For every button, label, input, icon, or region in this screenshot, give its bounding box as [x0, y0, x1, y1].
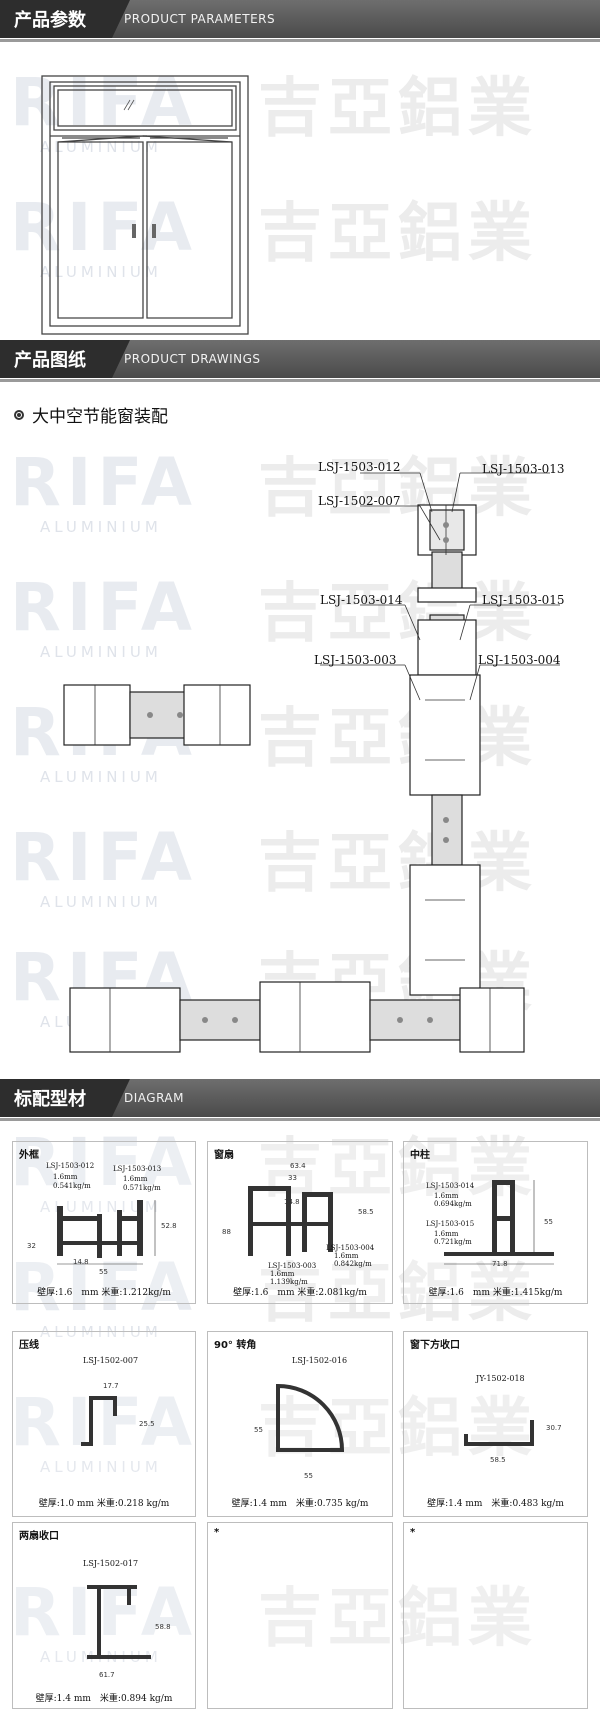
cell-title: 外框: [19, 1150, 39, 1161]
dimension: 58.8: [155, 1623, 171, 1631]
part-code: JY-1502-018: [476, 1374, 525, 1383]
cell-spec: 壁厚:1.4 mm 米重:0.894 kg/m: [35, 1694, 173, 1704]
part-code: LSJ-1502-017: [83, 1559, 139, 1568]
drawings-subtitle-text: 大中空节能窗装配: [32, 407, 168, 427]
profile-cell-two-sash-closure: 两扇收口 LSJ-1502-017 58.8 61.7 壁厚:1.4 mm 米重…: [12, 1522, 196, 1709]
note: 1.139kg/m: [270, 1278, 308, 1286]
divider: [0, 379, 600, 382]
cell-title: *: [214, 1527, 220, 1538]
profile-drawing: [57, 1200, 156, 1265]
part-label: LSJ-1503-003: [314, 653, 397, 667]
dimension: 32: [27, 1242, 36, 1250]
cell-spec: 壁厚:1.4 mm 米重:0.483 kg/m: [427, 1499, 564, 1509]
divider: [0, 39, 600, 42]
section-title-en: PRODUCT DRAWINGS: [124, 352, 261, 366]
cell-title: 中柱: [410, 1150, 430, 1161]
cell-title: 压线: [19, 1340, 39, 1351]
section-title-cn: 产品参数: [0, 0, 130, 38]
dimension: 33: [288, 1174, 297, 1182]
section-title-cn: 产品图纸: [0, 340, 130, 378]
note: 1.6mm: [123, 1175, 148, 1183]
profile-drawing: [87, 1585, 151, 1659]
section-header-parameters: 产品参数 PRODUCT PARAMETERS: [0, 0, 600, 42]
dimension: 55: [304, 1472, 313, 1480]
profile-cell-empty: *: [403, 1522, 588, 1709]
note: 1.6mm: [334, 1252, 359, 1260]
watermark-cn: 吉亞鋁業: [258, 71, 538, 146]
profile-cell-empty: *: [207, 1522, 393, 1709]
part-label: LSJ-1503-004: [478, 653, 561, 667]
note: 0.571kg/m: [123, 1184, 161, 1192]
section-title-en: PRODUCT PARAMETERS: [124, 12, 276, 26]
profile-cell-glazing-bead: 压线 LSJ-1502-007 17.7 25.5 壁厚:1.0 mm 米重:0…: [12, 1331, 196, 1517]
cell-spec: 壁厚:1.6 mm 米重:1.212kg/m: [37, 1288, 171, 1298]
dimension: 71.8: [492, 1260, 508, 1268]
profile-cell-corner: 90° 转角 LSJ-1502-016 55 55 壁厚:1.4 mm 米重:0…: [207, 1331, 393, 1517]
part-code: LSJ-1503-013: [113, 1165, 162, 1173]
part-code: LSJ-1503-003: [268, 1262, 317, 1270]
part-label: LSJ-1503-014: [320, 593, 403, 607]
dimension: 55: [544, 1218, 553, 1226]
part-code: LSJ-1503-012: [46, 1162, 95, 1170]
part-label: LSJ-1502-007: [318, 494, 401, 508]
dimension: 63.4: [290, 1162, 306, 1170]
cell-title: 90° 转角: [214, 1340, 257, 1351]
section-title-en: DIAGRAM: [124, 1091, 184, 1105]
part-code: LSJ-1503-014: [426, 1182, 475, 1190]
cell-spec: 壁厚:1.4 mm 米重:0.735 kg/m: [231, 1499, 369, 1509]
part-code: LSJ-1503-015: [426, 1220, 475, 1228]
dimension: 14.8: [73, 1258, 89, 1266]
profile-cell-mullion: 中柱 LSJ-1503-014 1.6mm 0.694kg/m LSJ-1503…: [403, 1141, 588, 1304]
profile-drawing: [248, 1186, 333, 1256]
dimension: 55: [254, 1426, 263, 1434]
part-code: LSJ-1503-004: [326, 1244, 375, 1252]
cell-title: 窗扇: [214, 1150, 234, 1161]
part-code: LSJ-1502-007: [83, 1356, 139, 1365]
profile-drawing: [81, 1396, 117, 1446]
part-label: LSJ-1503-015: [482, 593, 565, 607]
profile-drawing: [444, 1180, 554, 1265]
profile-cell-outer-frame: 外框 LSJ-1503-012 LSJ-1503-013 1.6mm 0.541…: [12, 1141, 196, 1304]
watermark-cn: 吉亞鋁業: [258, 196, 538, 271]
section-title-cn: 标配型材: [0, 1079, 130, 1117]
note: 0.694kg/m: [434, 1200, 472, 1208]
note: 0.721kg/m: [434, 1238, 472, 1246]
profile-drawing: [464, 1420, 534, 1446]
dimension: 30.7: [546, 1424, 562, 1432]
dimension: 52.8: [161, 1222, 177, 1230]
note: 1.6mm: [434, 1230, 459, 1238]
note: 1.6mm: [434, 1192, 459, 1200]
section-header-diagram: 标配型材 DIAGRAM: [0, 1079, 600, 1121]
window-elevation-drawing: [41, 75, 249, 335]
assembly-drawing: [63, 472, 560, 1053]
cell-spec: 壁厚:1.6 mm 米重:1.415kg/m: [428, 1288, 563, 1298]
cell-spec: 壁厚:1.6 mm 米重:2.081kg/m: [233, 1288, 367, 1298]
part-code: LSJ-1502-016: [292, 1356, 348, 1365]
note: 0.541kg/m: [53, 1182, 91, 1190]
cell-spec: 壁厚:1.0 mm 米重:0.218 kg/m: [38, 1499, 170, 1509]
note: 1.6mm: [270, 1270, 295, 1278]
bullet-icon: [14, 409, 24, 420]
cell-title: 两扇收口: [19, 1531, 59, 1542]
dimension: 58.5: [490, 1456, 506, 1464]
dimension: 17.7: [103, 1382, 119, 1390]
part-label: LSJ-1503-012: [318, 460, 401, 474]
profile-cell-bottom-closure: 窗下方收口 JY-1502-018 30.7 58.5 壁厚:1.4 mm 米重…: [403, 1331, 588, 1517]
section-header-drawings: 产品图纸 PRODUCT DRAWINGS: [0, 340, 600, 382]
note: 1.6mm: [53, 1173, 78, 1181]
cell-title: *: [410, 1527, 416, 1538]
cell-title: 窗下方收口: [410, 1340, 460, 1351]
note: 0.842kg/m: [334, 1260, 372, 1268]
divider: [0, 1118, 600, 1121]
dimension: 88: [222, 1228, 231, 1236]
part-label: LSJ-1503-013: [482, 462, 565, 476]
profile-drawing: [276, 1383, 345, 1452]
dimension: 55: [99, 1268, 108, 1276]
profile-cell-sash: 窗扇 63.4 33 14.8 88 58.5 LSJ-1503-003 LSJ…: [207, 1141, 393, 1304]
dimension: 58.5: [358, 1208, 374, 1216]
drawings-subtitle: 大中空节能窗装配: [14, 402, 168, 427]
dimension: 25.5: [139, 1420, 155, 1428]
dimension: 61.7: [99, 1671, 115, 1679]
dimension: 14.8: [284, 1198, 300, 1206]
